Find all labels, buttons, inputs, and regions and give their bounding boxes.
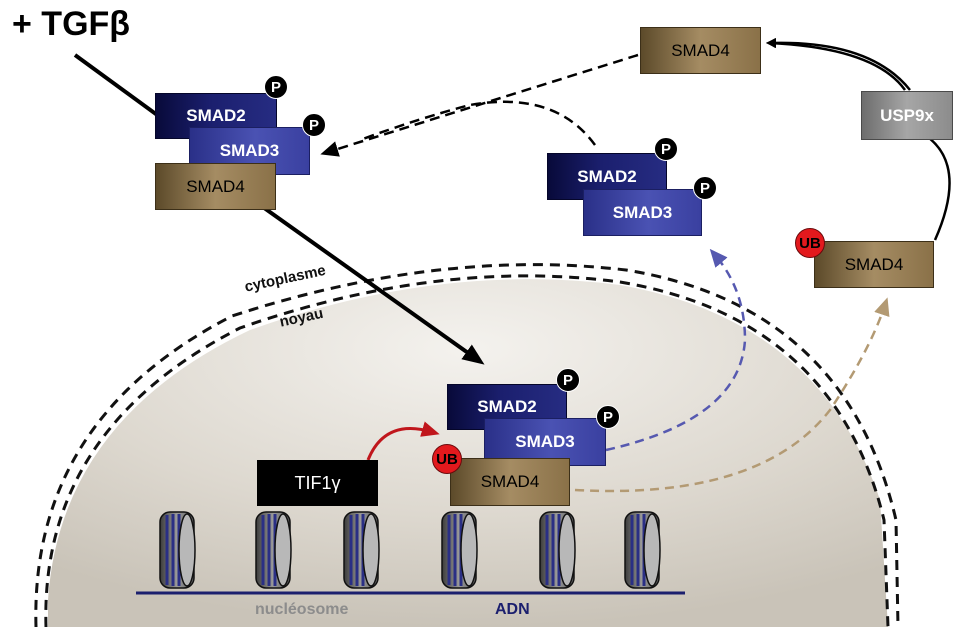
nucleosome	[159, 511, 196, 589]
usp9x-box: USP9x	[861, 91, 953, 140]
nucleosomes	[159, 511, 661, 589]
phospho-badge: P	[264, 75, 288, 99]
smad23-recycle-arc	[359, 100, 597, 146]
phospho-badge: P	[693, 176, 717, 200]
nuclear-envelope-inner	[44, 274, 890, 627]
ubiquitination-arrow	[366, 421, 440, 461]
nuclear-envelope-outer	[34, 263, 900, 627]
nucleosome	[255, 511, 292, 589]
nuclear-import-arrow	[258, 203, 485, 365]
nucleosome	[539, 511, 576, 589]
smad4-box: SMAD4	[814, 241, 934, 288]
phospho-badge: P	[596, 405, 620, 429]
ubiquitin-badge: UB	[795, 228, 825, 258]
tif1g-box: TIF1γ	[257, 460, 378, 506]
smad4-recycle-arrow	[320, 53, 639, 157]
nucleosome	[441, 511, 478, 589]
usp9x-loop-upper	[766, 38, 907, 91]
usp9x-loop	[770, 43, 951, 241]
label-adn: ADN	[495, 601, 530, 618]
smad3-box: SMAD3	[583, 189, 702, 236]
label-nucleosome: nucléosome	[255, 601, 349, 618]
diagram-title: + TGFβ	[12, 5, 131, 43]
smad23-export-arrow	[605, 248, 747, 452]
smad4-box: SMAD4	[450, 458, 570, 506]
smad4-box: SMAD4	[640, 27, 761, 74]
smad4-box: SMAD4	[155, 163, 276, 210]
phospho-badge: P	[654, 137, 678, 161]
ubiquitin-badge: UB	[432, 444, 462, 474]
phospho-badge: P	[556, 368, 580, 392]
nucleosome	[624, 511, 661, 589]
phospho-badge: P	[302, 113, 326, 137]
nucleosome	[343, 511, 380, 589]
